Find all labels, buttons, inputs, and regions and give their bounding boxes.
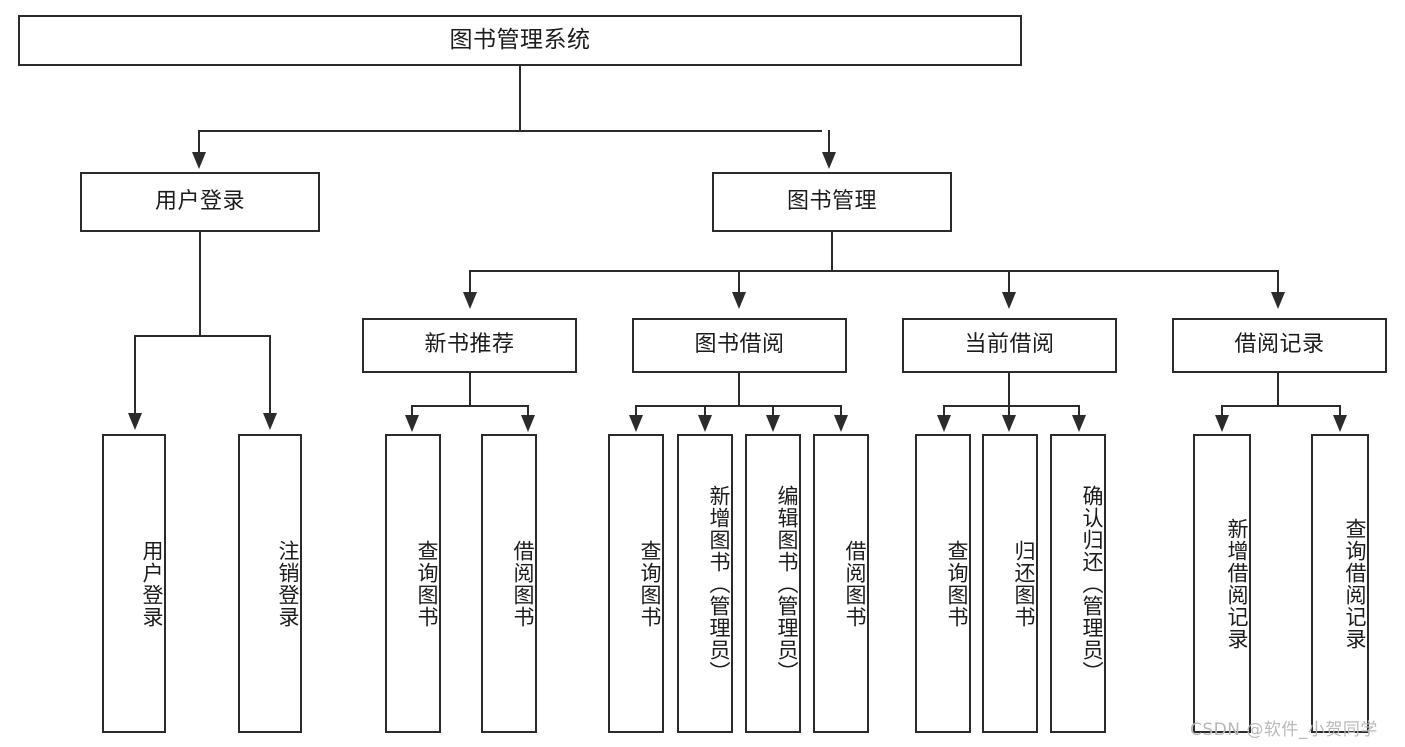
node-label: 编辑图书（管理员） [775,484,799,683]
connector-level2-bus [469,270,1277,272]
connector-book-borrow-d [840,405,842,417]
leaf-query-book-recommend[interactable]: 查询图书 [385,434,441,733]
leaf-confirm-return-admin[interactable]: 确认归还（管理员） [1050,434,1106,733]
connector-new-book-b [527,405,529,417]
leaf-return-book[interactable]: 归还图书 [982,434,1038,733]
leaf-logout[interactable]: 注销登录 [238,434,302,733]
connector-level1-bus [198,130,822,132]
arrow-to-current-borrow [1002,292,1016,309]
node-label: 图书借阅 [694,332,785,358]
arrow-leaf-confirm-return [1072,415,1086,432]
leaf-query-book-current[interactable]: 查询图书 [915,434,971,733]
leaf-edit-book-admin[interactable]: 编辑图书（管理员） [745,434,801,733]
connector-book-borrow-b [704,405,706,417]
node-label: 确认归还（管理员） [1080,484,1104,683]
connector-root-stem [519,66,521,131]
connector-book-manage-stem [831,232,833,272]
connector-to-borrow-record [1277,270,1279,294]
arrow-leaf-borrow-book-1 [521,415,535,432]
node-label: 查询借阅记录 [1343,517,1367,650]
node-user-login[interactable]: 用户登录 [80,172,320,232]
leaf-query-book-borrow[interactable]: 查询图书 [608,434,664,733]
node-root-system[interactable]: 图书管理系统 [18,15,1022,66]
arrow-leaf-query-record [1333,415,1347,432]
node-book-borrow[interactable]: 图书借阅 [632,318,847,373]
arrow-leaf-add-record [1215,415,1229,432]
connector-new-book-bus [411,405,528,407]
connector-user-login-bus [134,335,270,337]
connector-book-borrow-a [635,405,637,417]
node-label: 新增图书（管理员） [707,484,731,683]
connector-borrow-record-b [1339,405,1341,417]
arrow-leaf-query-book-1 [405,415,419,432]
arrow-to-book-manage [822,152,836,169]
connector-current-borrow-a [943,405,945,417]
arrow-to-new-book [463,292,477,309]
arrow-leaf-query-book-3 [937,415,951,432]
arrow-leaf-query-book-2 [629,415,643,432]
arrow-leaf-return-book [1002,415,1016,432]
connector-book-borrow-c [772,405,774,417]
node-label: 当前借阅 [964,332,1055,358]
connector-borrow-record-a [1221,405,1223,417]
node-borrow-record[interactable]: 借阅记录 [1172,318,1387,373]
connector-book-borrow-stem [738,373,740,407]
node-label: 查询图书 [638,539,662,628]
leaf-add-borrow-record[interactable]: 新增借阅记录 [1193,434,1251,733]
connector-to-book-manage [828,130,830,154]
arrow-leaf-add-book [698,415,712,432]
connector-to-current-borrow [1008,270,1010,294]
node-label: 注销登录 [276,539,300,628]
leaf-user-login[interactable]: 用户登录 [102,434,166,733]
connector-new-book-stem [469,373,471,407]
node-label: 新增借阅记录 [1225,517,1249,650]
arrow-to-user-login [192,152,206,169]
connector-to-book-borrow [738,270,740,294]
connector-new-book-a [411,405,413,417]
leaf-borrow-book-recommend[interactable]: 借阅图书 [481,434,537,733]
csdn-watermark: CSDN @软件_小贺同学 [1190,720,1378,740]
connector-user-login-left [134,335,136,415]
node-label: 用户登录 [154,188,245,214]
connector-current-borrow-bus [943,405,1079,407]
node-label: 查询图书 [415,539,439,628]
node-label: 新书推荐 [424,332,515,358]
connector-to-user-login [198,130,200,154]
leaf-add-book-admin[interactable]: 新增图书（管理员） [677,434,733,733]
node-label: 借阅记录 [1234,332,1325,358]
arrow-to-borrow-record [1271,292,1285,309]
node-label: 借阅图书 [843,539,867,628]
node-current-borrow[interactable]: 当前借阅 [902,318,1117,373]
connector-borrow-record-bus [1221,405,1340,407]
leaf-query-borrow-record[interactable]: 查询借阅记录 [1311,434,1369,733]
arrow-to-book-borrow [732,292,746,309]
connector-user-login-stem [199,232,201,336]
connector-current-borrow-b [1008,405,1010,417]
arrow-leaf-edit-book [766,415,780,432]
connector-book-borrow-bus [635,405,841,407]
connector-current-borrow-c [1078,405,1080,417]
arrow-leaf-user-login [128,413,142,430]
arrow-leaf-borrow-book-2 [834,415,848,432]
node-label: 图书管理 [786,188,877,214]
node-label: 借阅图书 [511,539,535,628]
connector-to-new-book [469,270,471,294]
leaf-borrow-book[interactable]: 借阅图书 [813,434,869,733]
connector-current-borrow-stem [1008,373,1010,407]
node-label: 用户登录 [140,539,164,628]
node-label: 图书管理系统 [449,26,591,53]
arrow-leaf-logout [263,413,277,430]
connector-user-login-right [269,335,271,415]
node-label: 归还图书 [1012,539,1036,628]
node-book-management[interactable]: 图书管理 [712,172,952,232]
node-new-book-recommend[interactable]: 新书推荐 [362,318,577,373]
node-label: 查询图书 [945,539,969,628]
connector-borrow-record-stem [1277,373,1279,407]
